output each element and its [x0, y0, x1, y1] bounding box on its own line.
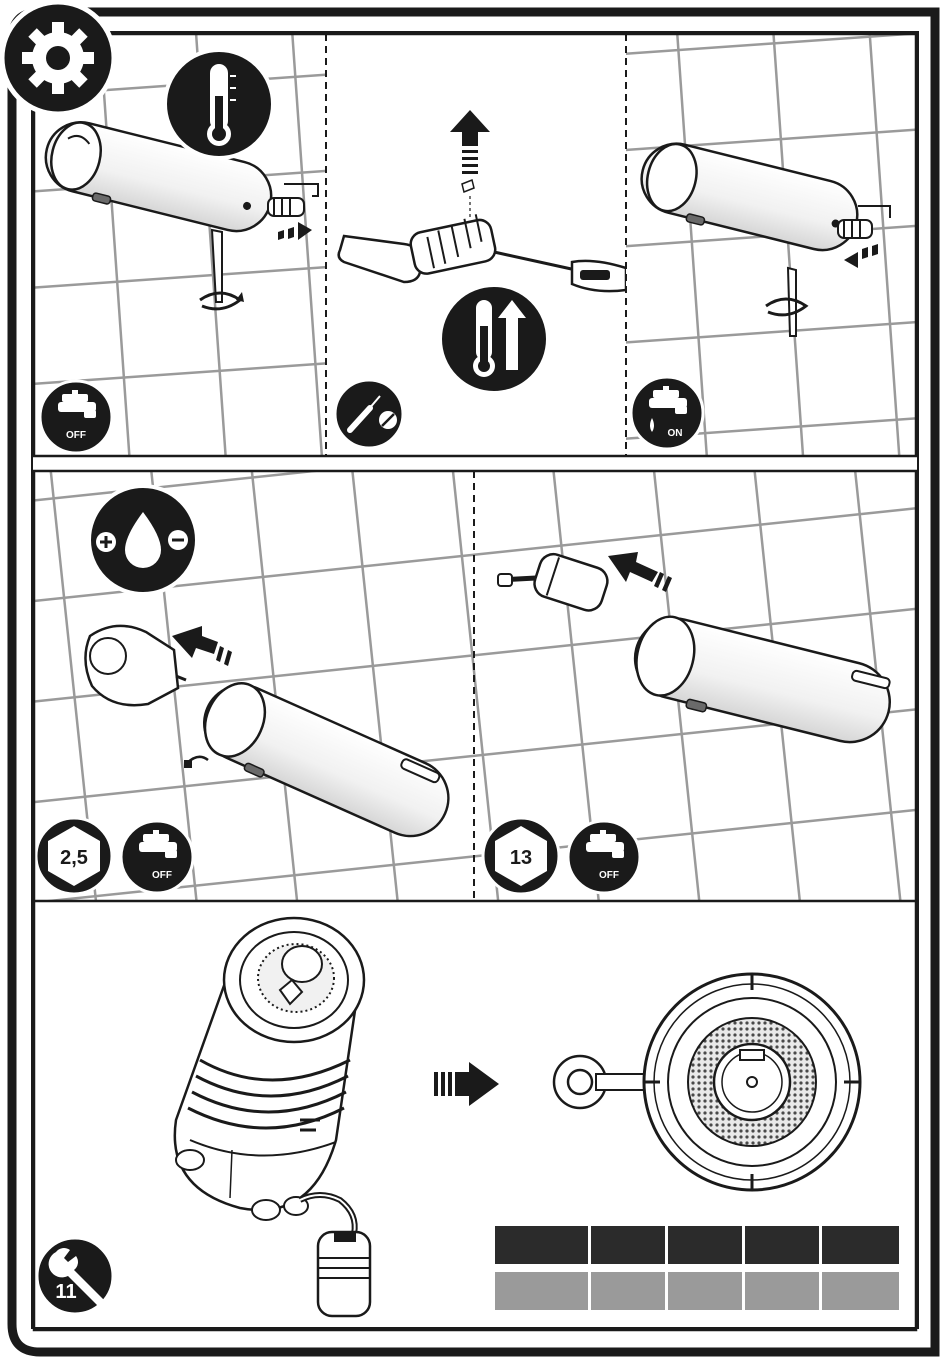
tap-on-badge: ON	[631, 377, 703, 449]
tap-state-label: OFF	[152, 870, 172, 881]
hex-size-label: 13	[510, 847, 532, 869]
hex-key-badge: 2,5	[36, 818, 112, 894]
tap-off-badge: OFF	[121, 821, 193, 893]
tap-off-badge: OFF	[40, 381, 112, 453]
thermometer-up-icon	[440, 285, 548, 393]
gear-icon	[2, 2, 114, 114]
hex-size-label: 2,5	[60, 847, 88, 869]
tap-state-label: OFF	[66, 430, 86, 441]
thermometer-icon	[165, 50, 273, 158]
tap-state-label: OFF	[599, 870, 619, 881]
wrench-size-label: 11	[55, 1281, 76, 1303]
tap-state-label: ON	[668, 428, 683, 439]
screwdriver-icon	[335, 380, 403, 448]
hex-key-badge: 13	[483, 818, 559, 894]
water-drop-plus-minus-icon	[89, 486, 197, 594]
tap-off-badge: OFF	[568, 821, 640, 893]
wrench-badge: 11	[37, 1238, 113, 1314]
